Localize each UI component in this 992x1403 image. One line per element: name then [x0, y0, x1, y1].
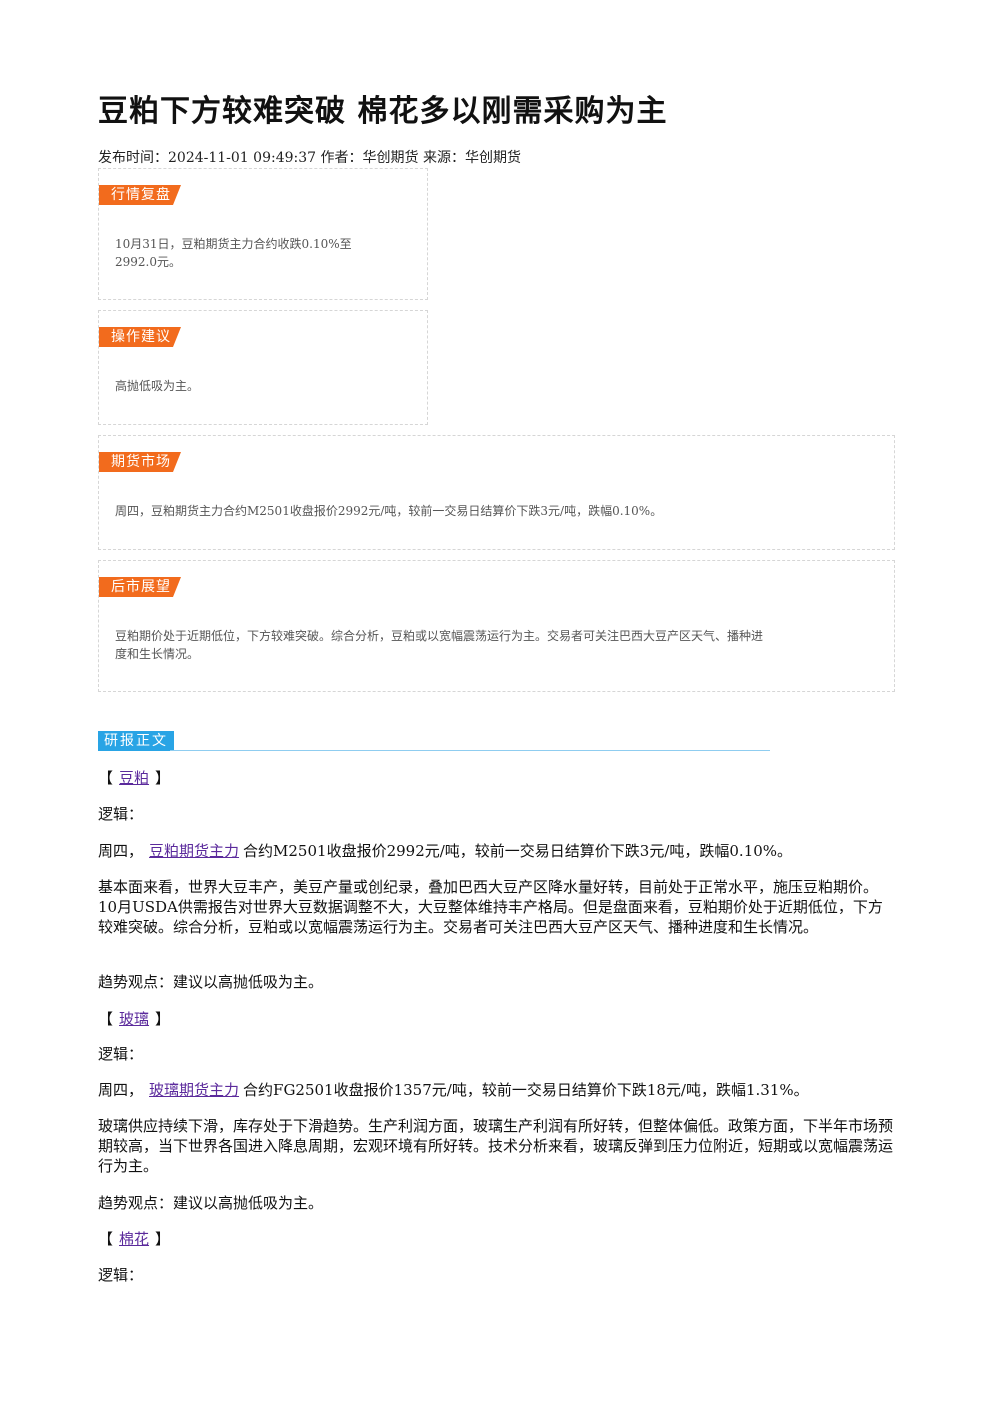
link-boli-futures[interactable]: 玻璃期货主力: [149, 1081, 240, 1099]
tag-caozuo: 操作建议: [99, 327, 181, 347]
houshi-line1: 豆粕期价处于近期低位，下方较难突破。综合分析，豆粕或以宽幅震荡运行为主。交易者可…: [115, 629, 764, 643]
summary-box-hangqing: 行情复盘 10月31日，豆粕期货主力合约收跌0.10%至 2992.0元。: [98, 168, 428, 300]
link-doupo[interactable]: 豆粕: [119, 769, 150, 787]
summary-box-caozuo: 操作建议 高抛低吸为主。: [98, 310, 428, 425]
doupo-logic-label: 逻辑：: [98, 805, 144, 823]
summary-box-qihuo: 期货市场 周四，豆粕期货主力合约M2501收盘报价2992元/吨，较前一交易日结…: [98, 435, 895, 550]
hangqing-line2: 2992.0元。: [115, 255, 181, 269]
houshi-line2: 度和生长情况。: [115, 647, 200, 661]
doupo-para-2: 基本面来看，世界大豆丰产，美豆产量或创纪录，叠加巴西大豆产区降水量好转，目前处于…: [98, 878, 883, 936]
houshi-text: 豆粕期价处于近期低位，下方较难突破。综合分析，豆粕或以宽幅震荡运行为主。交易者可…: [115, 627, 875, 663]
section-heading-boli: 【玻璃】: [98, 1010, 171, 1028]
caozuo-text: 高抛低吸为主。: [115, 379, 200, 393]
doupo-para-1: 周四，豆粕期货主力合约M2501收盘报价2992元/吨，较前一交易日结算价下跌3…: [98, 842, 793, 860]
article-meta: 发布时间：2024-11-01 09:49:37 作者：华创期货 来源：华创期货: [98, 150, 521, 166]
boli-logic-label: 逻辑：: [98, 1045, 144, 1063]
summary-box-houshi: 后市展望 豆粕期价处于近期低位，下方较难突破。综合分析，豆粕或以宽幅震荡运行为主…: [98, 560, 895, 692]
tag-qihuo: 期货市场: [99, 452, 181, 472]
boli-trend: 趋势观点：建议以高抛低吸为主。: [98, 1194, 324, 1212]
report-header-divider: [170, 750, 770, 751]
report-header: 研报正文: [98, 731, 770, 753]
report-header-tag: 研报正文: [98, 731, 174, 751]
boli-para-1: 周四，玻璃期货主力合约FG2501收盘报价1357元/吨，较前一交易日结算价下跌…: [98, 1081, 809, 1099]
doupo-trend: 趋势观点：建议以高抛低吸为主。: [98, 973, 324, 991]
qihuo-text: 周四，豆粕期货主力合约M2501收盘报价2992元/吨，较前一交易日结算价下跌3…: [115, 504, 663, 518]
link-doupo-futures[interactable]: 豆粕期货主力: [149, 842, 240, 860]
section-heading-doupo: 【豆粕】: [98, 769, 171, 787]
hangqing-text: 10月31日，豆粕期货主力合约收跌0.10%至 2992.0元。: [115, 235, 415, 271]
link-boli[interactable]: 玻璃: [119, 1010, 150, 1028]
tag-hangqing: 行情复盘: [99, 185, 181, 205]
mianhua-logic-label: 逻辑：: [98, 1266, 144, 1284]
boli-para-2: 玻璃供应持续下滑，库存处于下滑趋势。生产利润方面，玻璃生产利润有所好转，但整体偏…: [98, 1117, 894, 1175]
article-title: 豆粕下方较难突破 棉花多以刚需采购为主: [98, 94, 668, 129]
hangqing-line1: 10月31日，豆粕期货主力合约收跌0.10%至: [115, 237, 352, 251]
link-mianhua[interactable]: 棉花: [119, 1230, 150, 1248]
tag-houshi: 后市展望: [99, 577, 181, 597]
section-heading-mianhua: 【棉花】: [98, 1230, 171, 1248]
